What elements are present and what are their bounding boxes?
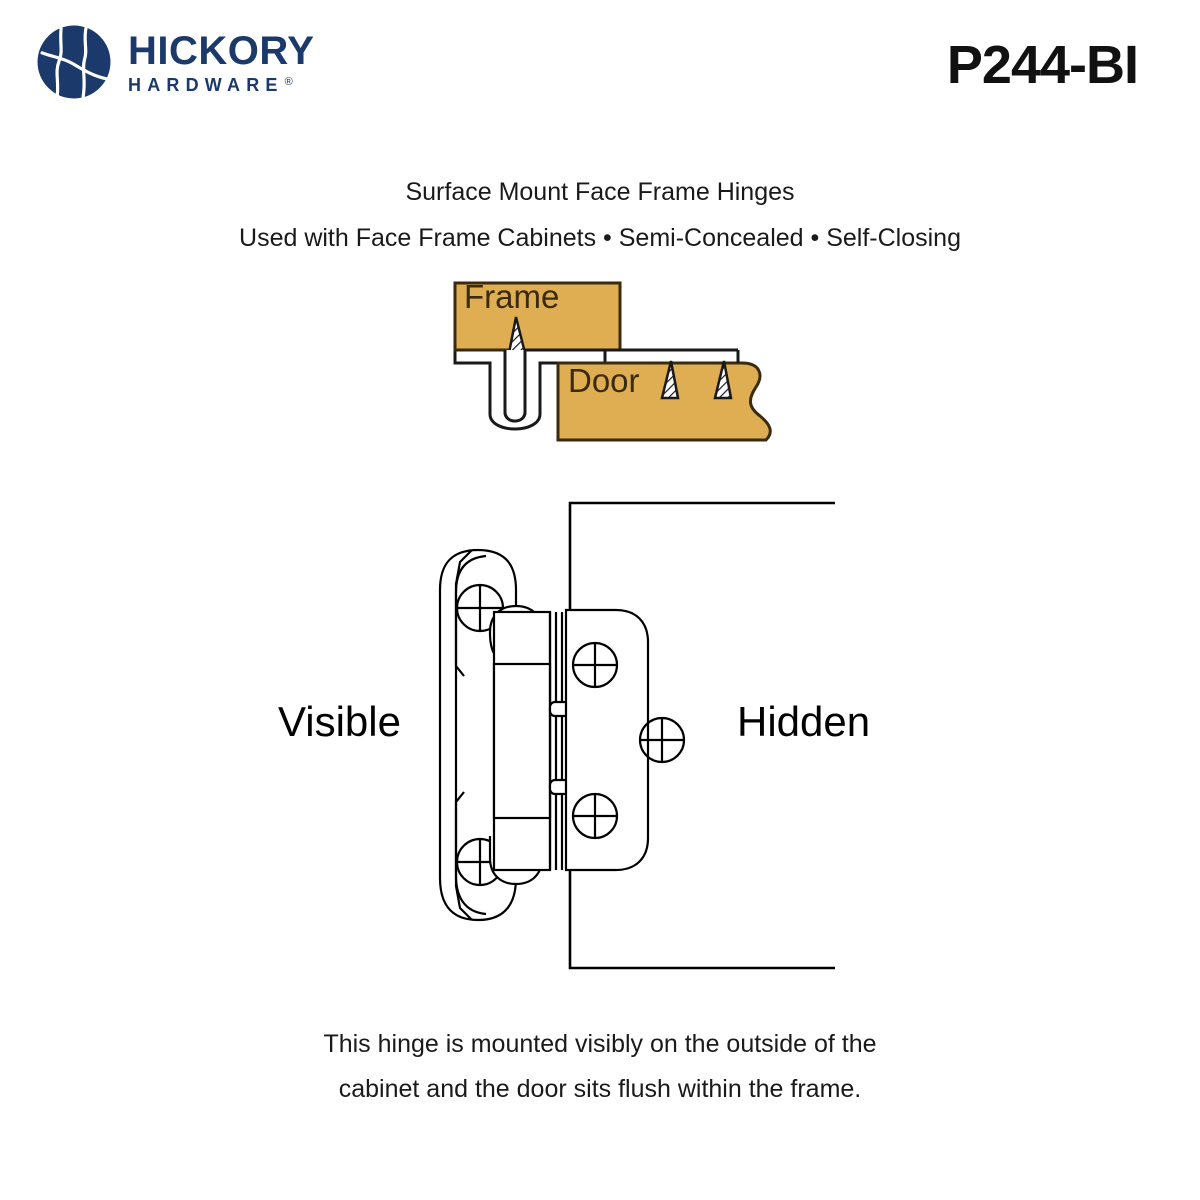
- door-screw-wedge-left: [660, 360, 680, 400]
- mounting-plate-screw-top: [571, 641, 619, 689]
- hickory-circle-logo-icon: [37, 25, 111, 99]
- heading-secondary: Used with Face Frame Cabinets • Semi-Con…: [239, 224, 961, 252]
- hidden-label: Hidden: [737, 698, 871, 745]
- brand-name: HICKORY: [128, 28, 315, 73]
- mounting-plate-outline: [564, 608, 650, 872]
- front-plate-bevel-left: [454, 554, 487, 916]
- brand-tagline-row: HARDWARE ®: [128, 76, 314, 94]
- door-block: [556, 361, 772, 442]
- front-plate-facet-top: [454, 549, 473, 677]
- heading-primary: Surface Mount Face Frame Hinges: [405, 178, 795, 206]
- frame-block: [453, 281, 622, 352]
- hinge-technical-drawing: Visible Hidden: [250, 480, 950, 1000]
- front-plate-facet-bottom: [454, 791, 473, 921]
- frame-door-cross-section: Frame Door: [430, 262, 810, 462]
- visible-label: Visible: [278, 698, 401, 745]
- hinge-drawing-svg: [438, 501, 835, 970]
- hinge-spring-window: [492, 662, 552, 820]
- registered-trademark-icon: ®: [284, 75, 293, 88]
- caption-line-2: cabinet and the door sits flush within t…: [338, 1075, 862, 1103]
- brand-logo: HICKORY HARDWARE ®: [36, 24, 314, 100]
- brand-tagline: HARDWARE: [128, 74, 284, 95]
- door-screw-wedge-right: [713, 360, 733, 400]
- footer-caption: This hinge is mounted visibly on the out…: [0, 1022, 1200, 1112]
- hinge-knuckle-shape: [503, 350, 527, 423]
- caption-line-1: This hinge is mounted visibly on the out…: [323, 1030, 877, 1058]
- cross-section-drawing: [453, 281, 772, 442]
- product-code: P244-BI: [946, 35, 1139, 95]
- mounting-plate-screw-bottom: [571, 792, 619, 840]
- brand-wordmark: HICKORY HARDWARE ®: [128, 31, 314, 94]
- mounting-plate-screw-middle: [638, 716, 686, 764]
- page-header: HICKORY HARDWARE ® P244-BI: [0, 0, 1200, 120]
